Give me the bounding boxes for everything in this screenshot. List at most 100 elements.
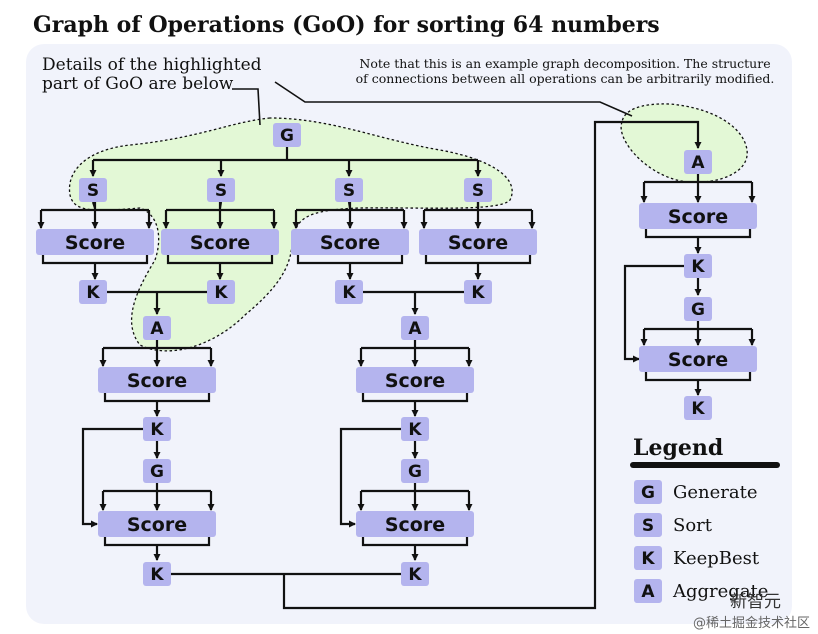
right-node-k1: K bbox=[684, 254, 712, 278]
highlight-note-line2: part of GoO are below bbox=[42, 74, 234, 94]
node-score-1: Score bbox=[161, 229, 279, 255]
node-k-2-label: K bbox=[342, 283, 356, 303]
node-s-1-box bbox=[207, 178, 235, 202]
right-node-a: A bbox=[684, 150, 712, 174]
node-k-3-box bbox=[464, 280, 492, 304]
left-node-g-label: G bbox=[150, 462, 164, 482]
mid-node-g-label: G bbox=[408, 462, 422, 482]
mid-node-score2: Score bbox=[356, 511, 474, 537]
node-k-2: K bbox=[335, 280, 363, 304]
highlight-region-right bbox=[620, 103, 748, 183]
left-node-score2: Score bbox=[98, 511, 216, 537]
edges bbox=[37, 120, 756, 610]
left-node-a: A bbox=[143, 316, 171, 340]
mid-node-score1-box bbox=[356, 367, 474, 393]
highlight-note-line1: Details of the highlighted bbox=[42, 55, 262, 75]
legend-rule bbox=[630, 462, 780, 468]
legend-label-S: Sort bbox=[673, 515, 713, 536]
watermark-brand: 新智元 bbox=[730, 592, 781, 612]
node-k-1: K bbox=[207, 280, 235, 304]
right-node-g: G bbox=[684, 297, 712, 321]
mid-node-k2-label: K bbox=[408, 565, 422, 585]
mid-node-k1: K bbox=[401, 417, 429, 441]
mid-node-a-box bbox=[401, 316, 429, 340]
node-k-0: K bbox=[79, 280, 107, 304]
right-node-k2-box bbox=[684, 396, 712, 420]
left-node-k1: K bbox=[143, 417, 171, 441]
right-node-k2: K bbox=[684, 396, 712, 420]
node-s-0-label: S bbox=[87, 181, 99, 201]
svg-text:S: S bbox=[642, 516, 654, 536]
right-node-score2: Score bbox=[639, 346, 757, 372]
structure-note-line2: of connections between all operations ca… bbox=[356, 71, 775, 86]
right-node-score1-label: Score bbox=[668, 206, 728, 228]
mid-node-score2-box bbox=[356, 511, 474, 537]
right-node-score2-box bbox=[639, 346, 757, 372]
legend-swatch-K: K bbox=[634, 546, 662, 570]
node-k-2-box bbox=[335, 280, 363, 304]
node-score-0-label: Score bbox=[65, 232, 125, 254]
edge-to-right-column bbox=[282, 120, 702, 610]
right-node-k1-box bbox=[684, 254, 712, 278]
left-node-score1: Score bbox=[98, 367, 216, 393]
left-node-score2-box bbox=[98, 511, 216, 537]
right-node-k2-label: K bbox=[691, 399, 705, 419]
left-node-k2-label: K bbox=[150, 565, 164, 585]
left-node-g-box bbox=[143, 459, 171, 483]
mid-node-k2-box bbox=[401, 562, 429, 586]
legend-item-generate: G Generate bbox=[634, 480, 758, 504]
right-node-a-box bbox=[684, 150, 712, 174]
node-k-1-label: K bbox=[214, 283, 228, 303]
right-edge-bypass bbox=[623, 264, 684, 363]
right-node-score2-label: Score bbox=[668, 349, 728, 371]
node-s-3: S bbox=[464, 178, 492, 202]
legend-label-K: KeepBest bbox=[673, 548, 760, 569]
right-node-score1-box bbox=[639, 203, 757, 229]
left-node-k2-box bbox=[143, 562, 171, 586]
left-node-g: G bbox=[143, 459, 171, 483]
legend-swatch-S: S bbox=[634, 513, 662, 537]
node-score-3: Score bbox=[419, 229, 537, 255]
legend-label-G: Generate bbox=[673, 482, 758, 503]
node-g-root-label: G bbox=[280, 126, 294, 146]
node-k-0-label: K bbox=[86, 283, 100, 303]
node-s-2-box bbox=[335, 178, 363, 202]
right-node-k1-label: K bbox=[691, 257, 705, 277]
left-node-a-box bbox=[143, 316, 171, 340]
node-s-2-label: S bbox=[343, 181, 355, 201]
legend-title: Legend bbox=[633, 435, 723, 461]
right-node-g-label: G bbox=[691, 300, 705, 320]
node-score-1-label: Score bbox=[190, 232, 250, 254]
node-score-1-box bbox=[161, 229, 279, 255]
node-s-2: S bbox=[335, 178, 363, 202]
node-score-2: Score bbox=[291, 229, 409, 255]
node-score-2-label: Score bbox=[320, 232, 380, 254]
node-score-3-box bbox=[419, 229, 537, 255]
node-score-0: Score bbox=[36, 229, 154, 255]
node-score-3-label: Score bbox=[448, 232, 508, 254]
left-node-k1-label: K bbox=[150, 420, 164, 440]
left-edge-bypass bbox=[81, 427, 143, 528]
left-node-score2-label: Score bbox=[127, 514, 187, 536]
node-s-3-label: S bbox=[472, 181, 484, 201]
svg-text:K: K bbox=[641, 549, 655, 569]
mid-node-score1-label: Score bbox=[385, 370, 445, 392]
mid-node-score1: Score bbox=[356, 367, 474, 393]
right-node-g-box bbox=[684, 297, 712, 321]
annotation-lines bbox=[232, 81, 633, 126]
node-s-3-box bbox=[464, 178, 492, 202]
node-s-1: S bbox=[207, 178, 235, 202]
structure-note-line1: Note that this is an example graph decom… bbox=[359, 56, 770, 71]
node-g-root-box bbox=[273, 123, 301, 147]
node-s-0-box bbox=[79, 178, 107, 202]
node-score-2-box bbox=[291, 229, 409, 255]
mid-node-g: G bbox=[401, 459, 429, 483]
node-s-0: S bbox=[79, 178, 107, 202]
svg-text:G: G bbox=[641, 483, 655, 503]
mid-node-k1-box bbox=[401, 417, 429, 441]
mid-node-g-box bbox=[401, 459, 429, 483]
node-s-1-label: S bbox=[215, 181, 227, 201]
